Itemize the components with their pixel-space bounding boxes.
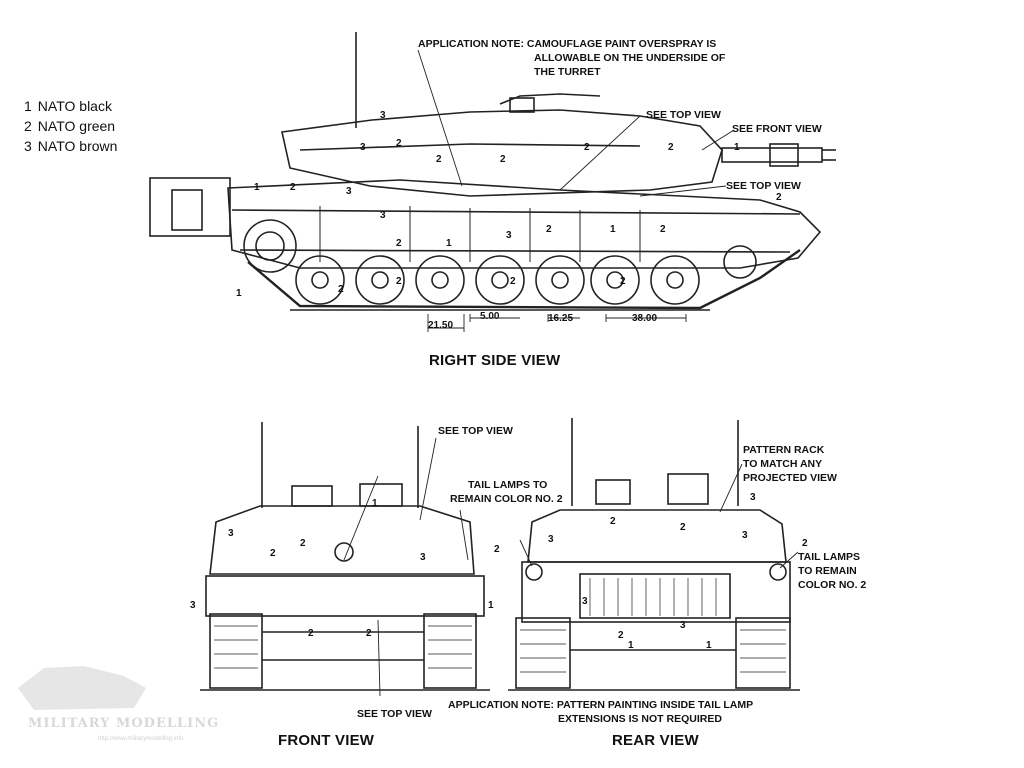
svg-text:2: 2 <box>338 284 344 295</box>
svg-text:2: 2 <box>500 154 506 165</box>
svg-text:3: 3 <box>346 186 352 197</box>
front-see-top-view-bottom: SEE TOP VIEW <box>357 708 432 720</box>
svg-text:1: 1 <box>446 238 452 249</box>
dimension-4: 38.00 <box>632 313 658 324</box>
svg-text:1: 1 <box>628 640 634 651</box>
watermark-tank-logo <box>18 666 146 710</box>
svg-text:3: 3 <box>228 528 234 539</box>
svg-text:1: 1 <box>734 142 740 153</box>
svg-text:2: 2 <box>436 154 442 165</box>
svg-text:3: 3 <box>506 230 512 241</box>
svg-text:3: 3 <box>582 596 588 607</box>
side-view-drawing <box>149 32 836 332</box>
svg-text:2: 2 <box>308 628 314 639</box>
tail-lamps-note-rear: TAIL LAMPS TO REMAIN COLOR NO. 2 <box>798 551 867 591</box>
svg-text:2: 2 <box>802 538 808 549</box>
svg-text:3: 3 <box>548 534 554 545</box>
svg-text:3: 3 <box>750 492 756 503</box>
watermark-url: http://www.militarymodelling.info <box>98 736 184 742</box>
svg-text:2: 2 <box>680 522 686 533</box>
svg-text:3: 3 <box>380 210 386 221</box>
svg-text:1: 1 <box>254 182 260 193</box>
svg-text:2: 2 <box>396 276 402 287</box>
dimension-2: 5.00 <box>480 311 500 322</box>
watermark-title: MILITARY MODELLING <box>28 716 220 731</box>
front-view-drawing <box>200 422 490 697</box>
see-top-view-label-2: SEE TOP VIEW <box>726 180 801 192</box>
svg-text:2: 2 <box>660 224 666 235</box>
svg-text:3: 3 <box>190 600 196 611</box>
svg-text:1: 1 <box>706 640 712 651</box>
application-note-turret: APPLICATION NOTE: CAMOUFLAGE PAINT OVERS… <box>418 38 726 78</box>
right-side-view-caption: RIGHT SIDE VIEW <box>429 352 561 369</box>
svg-text:3: 3 <box>380 110 386 121</box>
front-see-top-view-label: SEE TOP VIEW <box>438 425 513 437</box>
svg-text:2: 2 <box>584 142 590 153</box>
application-note-tail-lamp: APPLICATION NOTE: PATTERN PAINTING INSID… <box>448 699 754 725</box>
svg-text:3: 3 <box>742 530 748 541</box>
svg-text:2: 2 <box>396 238 402 249</box>
svg-text:2: 2 <box>494 544 500 555</box>
tail-lamps-note-front: TAIL LAMPS TO REMAIN COLOR NO. 2 <box>450 479 563 505</box>
svg-text:2: 2 <box>776 192 782 203</box>
dimension-3: 16.25 <box>548 313 574 324</box>
svg-text:2: 2 <box>546 224 552 235</box>
svg-text:1: 1 <box>610 224 616 235</box>
svg-text:2: 2 <box>610 516 616 527</box>
svg-text:2: 2 <box>300 538 306 549</box>
see-front-view-label: SEE FRONT VIEW <box>732 123 822 135</box>
svg-text:2: 2 <box>366 628 372 639</box>
svg-text:1: 1 <box>488 600 494 611</box>
svg-text:3: 3 <box>360 142 366 153</box>
rear-view-caption: REAR VIEW <box>612 732 699 749</box>
svg-text:3: 3 <box>680 620 686 631</box>
svg-text:3: 3 <box>420 552 426 563</box>
svg-text:2: 2 <box>290 182 296 193</box>
dimension-1: 21.50 <box>428 320 454 331</box>
svg-text:2: 2 <box>668 142 674 153</box>
svg-text:2: 2 <box>396 138 402 149</box>
front-view-caption: FRONT VIEW <box>278 732 375 749</box>
svg-text:2: 2 <box>270 548 276 559</box>
svg-text:2: 2 <box>620 276 626 287</box>
svg-text:1: 1 <box>236 288 242 299</box>
svg-text:2: 2 <box>618 630 624 641</box>
svg-text:2: 2 <box>510 276 516 287</box>
rear-view-drawing <box>508 418 800 691</box>
pattern-rack-note: PATTERN RACK TO MATCH ANY PROJECTED VIEW <box>743 444 837 484</box>
svg-text:1: 1 <box>372 498 378 509</box>
see-top-view-label: SEE TOP VIEW <box>646 109 721 121</box>
